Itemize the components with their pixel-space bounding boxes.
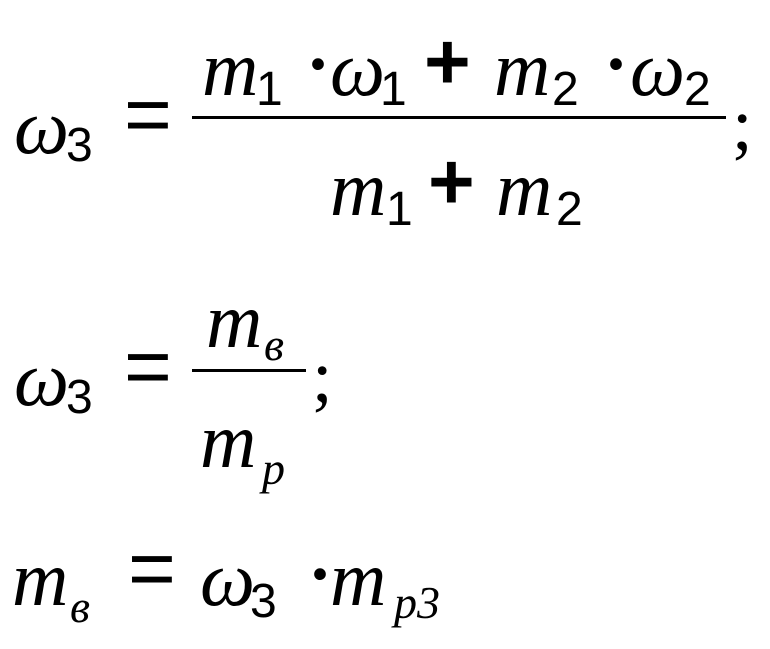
equals-sign: = (124, 321, 172, 412)
equals-sign: = (128, 523, 176, 614)
plus-sign: + (424, 17, 471, 106)
omega-symbol: ω (14, 83, 70, 170)
subscript: 3 (250, 575, 277, 628)
multiply-dot: · (604, 24, 629, 104)
mass-symbol: m (12, 535, 69, 622)
subscript: 1 (386, 183, 413, 236)
multiply-dot: · (306, 24, 331, 104)
subscript: p3 (394, 577, 440, 628)
fraction-bar (192, 369, 306, 372)
equals-sign: = (124, 69, 172, 160)
multiply-dot: · (308, 534, 333, 614)
omega-symbol: ω (630, 25, 686, 112)
mass-symbol: m (200, 397, 257, 484)
subscript: в (264, 319, 284, 370)
fraction-bar (192, 116, 726, 119)
mass-symbol: m (206, 277, 263, 364)
subscript: 1 (256, 63, 283, 116)
omega-symbol: ω (200, 535, 256, 622)
subscript: 3 (66, 371, 93, 424)
subscript: p (262, 443, 285, 494)
plus-sign: + (428, 137, 475, 226)
mass-symbol: m (494, 25, 551, 112)
subscript: 2 (684, 63, 711, 116)
semicolon: ; (312, 336, 333, 418)
subscript: 3 (66, 119, 93, 172)
mass-symbol: m (330, 535, 387, 622)
subscript: 1 (380, 63, 407, 116)
mass-symbol: m (330, 145, 387, 232)
mass-symbol: m (202, 25, 259, 112)
subscript: 2 (552, 63, 579, 116)
mass-symbol: m (496, 145, 553, 232)
subscript: в (70, 581, 90, 632)
omega-symbol: ω (14, 335, 70, 422)
omega-symbol: ω (330, 25, 386, 112)
subscript: 2 (556, 183, 583, 236)
semicolon: ; (732, 84, 753, 166)
